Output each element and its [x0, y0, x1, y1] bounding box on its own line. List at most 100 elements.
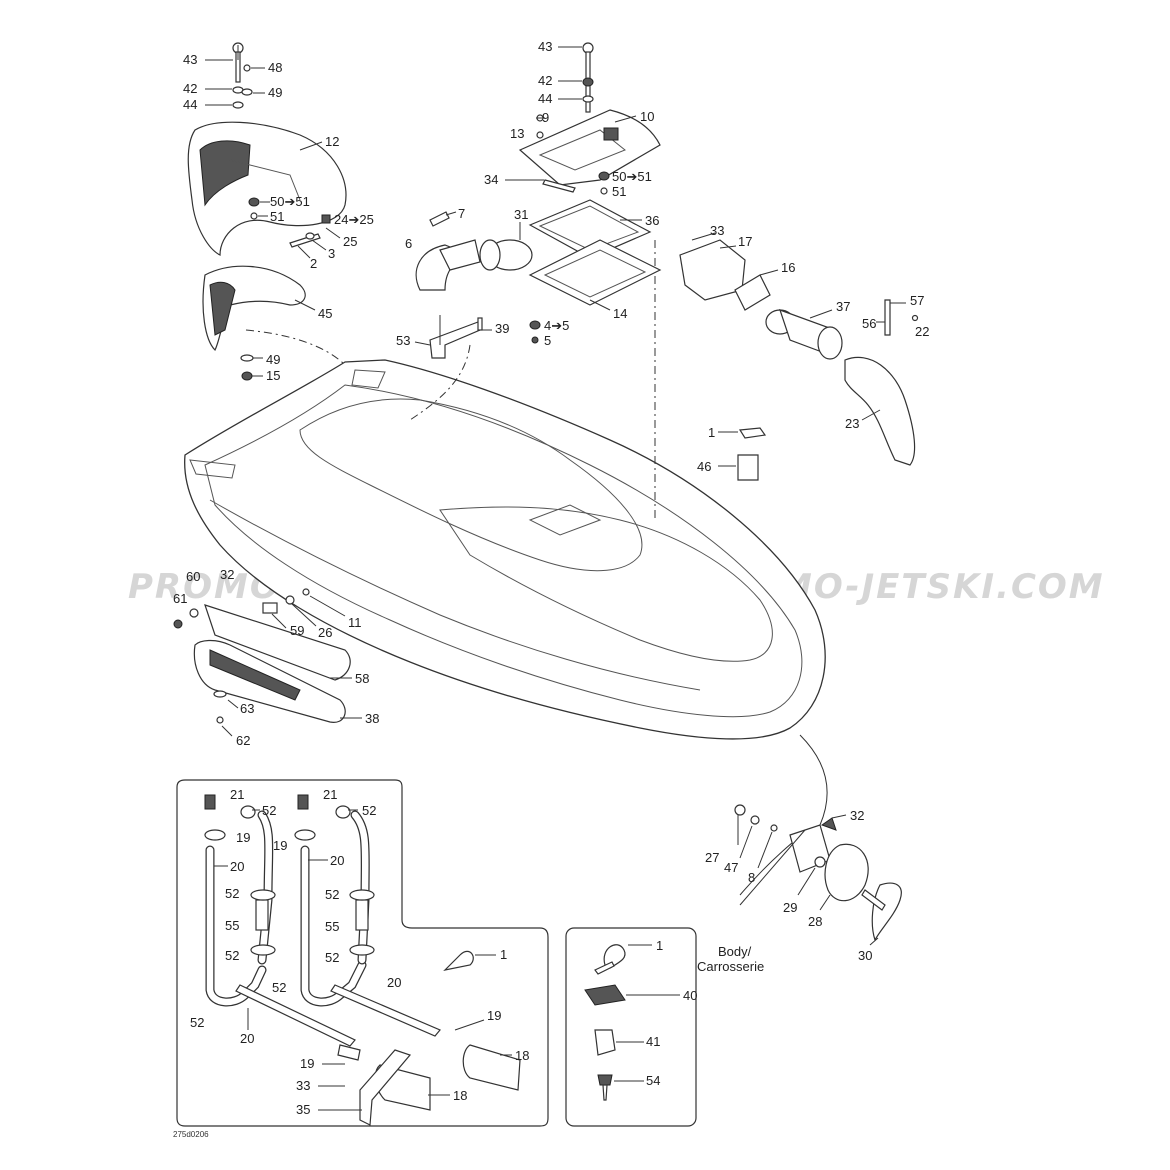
label-44b: 44 — [538, 91, 552, 106]
label-21: 21 — [230, 787, 244, 802]
label-28: 28 — [808, 914, 822, 929]
label-46: 46 — [697, 459, 711, 474]
label-33b: 33 — [296, 1078, 310, 1093]
label-44: 44 — [183, 97, 197, 112]
label-52: 52 — [262, 803, 276, 818]
label-20d: 20 — [240, 1031, 254, 1046]
label-12: 12 — [325, 134, 339, 149]
label-59: 59 — [290, 623, 304, 638]
label-14: 14 — [613, 306, 627, 321]
label-41: 41 — [646, 1034, 660, 1049]
label-52e: 52 — [325, 887, 339, 902]
callout-labels: 43 48 42 49 44 12 50➔51 51 24➔25 25 3 2 … — [173, 39, 929, 1139]
label-5: 5 — [544, 333, 551, 348]
label-42b: 42 — [538, 73, 552, 88]
label-19: 19 — [236, 830, 250, 845]
label-63: 63 — [240, 701, 254, 716]
label-54: 54 — [646, 1073, 660, 1088]
label-57: 57 — [910, 293, 924, 308]
label-47: 47 — [724, 860, 738, 875]
label-6: 6 — [405, 236, 412, 251]
label-8: 8 — [748, 870, 755, 885]
label-23: 23 — [845, 416, 859, 431]
label-20: 20 — [230, 859, 244, 874]
body-label-fr: Carrosserie — [697, 959, 764, 974]
label-61: 61 — [173, 591, 187, 606]
label-31: 31 — [514, 207, 528, 222]
label-3: 3 — [328, 246, 335, 261]
label-11: 11 — [348, 615, 362, 630]
label-60: 60 — [186, 569, 200, 584]
handle-cover-assembly — [187, 42, 347, 381]
label-27: 27 — [705, 850, 719, 865]
label-18: 18 — [515, 1048, 529, 1063]
label-34: 34 — [484, 172, 498, 187]
label-21b: 21 — [323, 787, 337, 802]
label-18b: 18 — [453, 1088, 467, 1103]
label-48: 48 — [268, 60, 282, 75]
label-40: 40 — [683, 988, 697, 1003]
label-45: 45 — [318, 306, 332, 321]
label-1c: 1 — [656, 938, 663, 953]
label-19b: 19 — [273, 838, 287, 853]
label-1: 1 — [708, 425, 715, 440]
label-52g: 52 — [272, 980, 286, 995]
label-15: 15 — [266, 368, 280, 383]
label-50-51: 50➔51 — [270, 194, 310, 209]
label-19c: 19 — [487, 1008, 501, 1023]
label-52d: 52 — [362, 803, 376, 818]
label-49b: 49 — [266, 352, 280, 367]
label-30: 30 — [858, 948, 872, 963]
label-29: 29 — [783, 900, 797, 915]
label-10: 10 — [640, 109, 654, 124]
label-22: 22 — [915, 324, 929, 339]
label-51: 51 — [270, 209, 284, 224]
label-42: 42 — [183, 81, 197, 96]
label-7: 7 — [458, 206, 465, 221]
label-50-51b: 50➔51 — [612, 169, 652, 184]
side-panel-assembly — [173, 588, 351, 724]
label-38: 38 — [365, 711, 379, 726]
air-intake-assembly — [415, 199, 662, 359]
label-24-25: 24➔25 — [334, 212, 374, 227]
label-56: 56 — [862, 316, 876, 331]
label-25: 25 — [343, 234, 357, 249]
label-19d: 19 — [300, 1056, 314, 1071]
label-16: 16 — [781, 260, 795, 275]
label-53: 53 — [396, 333, 410, 348]
label-52c: 52 — [225, 948, 239, 963]
label-32: 32 — [220, 567, 234, 582]
label-43: 43 — [183, 52, 197, 67]
label-58: 58 — [355, 671, 369, 686]
small-parts-box — [565, 927, 697, 1127]
bracket-assembly — [518, 42, 661, 195]
hull-body — [184, 359, 826, 740]
label-52f: 52 — [325, 950, 339, 965]
label-2: 2 — [310, 256, 317, 271]
label-43b: 43 — [538, 39, 552, 54]
label-9: 9 — [542, 110, 549, 125]
drain-plug-assembly — [734, 804, 902, 942]
label-20c: 20 — [387, 975, 401, 990]
label-20b: 20 — [330, 853, 344, 868]
label-33: 33 — [710, 223, 724, 238]
label-51b: 51 — [612, 184, 626, 199]
intake-duct-assembly — [679, 232, 919, 481]
label-32b: 32 — [850, 808, 864, 823]
hose-box — [176, 779, 549, 1127]
label-4-5: 4➔5 — [544, 318, 569, 333]
body-label: Body/ — [718, 944, 752, 959]
label-52b: 52 — [225, 886, 239, 901]
label-52h: 52 — [190, 1015, 204, 1030]
label-37: 37 — [836, 299, 850, 314]
label-17: 17 — [738, 234, 752, 249]
label-13: 13 — [510, 126, 524, 141]
label-62: 62 — [236, 733, 250, 748]
label-39: 39 — [495, 321, 509, 336]
label-55: 55 — [225, 918, 239, 933]
label-55b: 55 — [325, 919, 339, 934]
label-36: 36 — [645, 213, 659, 228]
label-26: 26 — [318, 625, 332, 640]
label-1b: 1 — [500, 947, 507, 962]
